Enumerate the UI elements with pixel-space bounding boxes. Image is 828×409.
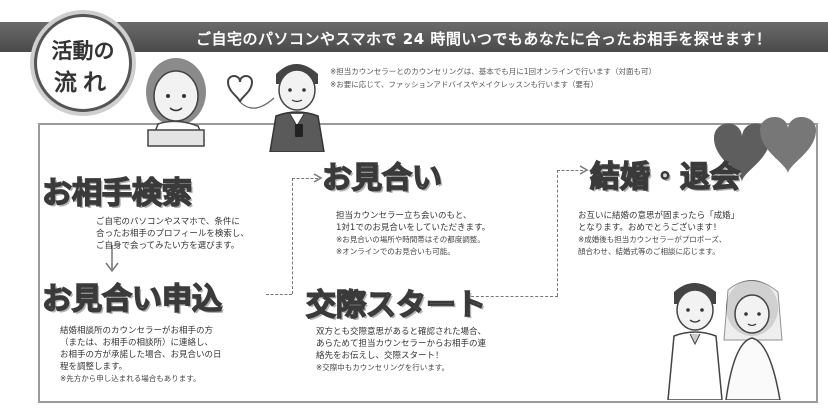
step-desc-meeting: 担当カウンセラー立ち会いのもと、 1対1でのお見合いをしていただきます。 ※お見…	[336, 210, 490, 258]
step-desc-request: 結婚相談所のカウンセラーがお相手の方 （または、お相手の相談所）に連絡し、 お相…	[60, 325, 222, 385]
desc-line: 1対1でのお見合いをしていただきます。	[336, 223, 491, 233]
desc-line: ご自身で会ってみたい方を選びます。	[96, 241, 240, 251]
step-desc-search: ご自宅のパソコンやスマホで、条件に 合ったお相手のプロフィールを検索し、 ご自身…	[96, 216, 249, 252]
note-counseling: ※担当カウンセラーとのカウンセリングは、基本でも月に1回オンラインで行います（対…	[330, 67, 656, 76]
connector-vertical-right	[557, 170, 558, 296]
banner-text: ご自宅のパソコンやスマホで 24 時間いつでもあなたに合ったお相手を探せます！	[196, 30, 772, 48]
step-title-request: お見合い申込	[41, 281, 223, 318]
desc-line: となります。おめでとうございます！	[578, 223, 722, 233]
connector-from-dating	[466, 296, 558, 297]
step-title-dating: 交際スタート	[305, 287, 487, 324]
desc-line: 合ったお相手のプロフィールを検索し、	[96, 229, 249, 239]
desc-note: ※オンラインでのお見合いも可能。	[336, 247, 455, 256]
note-fashion: ※お要に応じて、ファッションアドバイスやメイクレッスンも行います（要有）	[330, 80, 599, 89]
connector-to-marriage	[557, 170, 583, 171]
desc-note: ※先方から申し込まれる場合もあります。	[60, 374, 201, 383]
heart-string-icon	[226, 75, 275, 109]
desc-note: ※成婚後も担当カウンセラーがプロポーズ、	[578, 235, 727, 244]
badge-line1: 活動の	[51, 39, 115, 63]
step-title-meeting: お見合い	[321, 160, 443, 197]
arrow-right-icon	[313, 173, 323, 183]
desc-note: ※お見合いの場所や時間帯はその都度調整。	[336, 235, 485, 244]
desc-line: 程を調整します。	[60, 362, 128, 372]
desc-line: お互いに結婚の意思が固まったら「成婚」	[578, 211, 740, 221]
step-desc-marriage: お互いに結婚の意思が固まったら「成婚」 となります。おめでとうございます！ ※成…	[578, 210, 739, 258]
badge-line2: 流れ	[54, 70, 112, 96]
wedding-couple-icon	[667, 280, 783, 400]
desc-line: ご自宅のパソコンやスマホで、条件に	[96, 217, 240, 227]
connector-from-request	[266, 294, 292, 295]
desc-line: 担当カウンセラー立ち会いのもと、	[336, 211, 472, 221]
desc-line: 双方とも交際意思があると確認された場合、	[316, 327, 487, 337]
header-banner	[0, 22, 828, 52]
step-title-marriage: 結婚・退会	[589, 159, 741, 196]
desc-line: あらためて担当カウンセラーからお相手の連	[316, 339, 487, 349]
desc-note: 顔合わせ、結婚式等のご相談に応じます。	[578, 247, 720, 256]
woman-laptop-icon	[146, 58, 206, 147]
desc-line: （または、お相手の相談所）に連絡し、	[60, 338, 214, 348]
desc-line: 絡先をお伝えし、交際スタート！	[316, 351, 444, 361]
desc-line: 結婚相談所のカウンセラーがお相手の方	[60, 326, 214, 336]
arrow-down-icon	[105, 245, 119, 273]
connector-to-meeting	[292, 178, 318, 179]
step-title-search: お相手検索	[41, 175, 193, 212]
desc-line: お相手の方が承諾した場合、お見合いの日	[60, 350, 222, 360]
flow-badge: 活動の 流れ	[34, 14, 132, 112]
man-phone-icon	[269, 64, 325, 152]
step-desc-dating: 双方とも交際意思があると確認された場合、 あらためて担当カウンセラーからお相手の…	[316, 326, 486, 374]
connector-vertical-center	[292, 178, 293, 294]
hearts-decoration-icon	[714, 116, 816, 182]
arrow-right-icon	[579, 165, 589, 175]
desc-note: ※交際中もカウンセリングを行います。	[316, 363, 450, 372]
